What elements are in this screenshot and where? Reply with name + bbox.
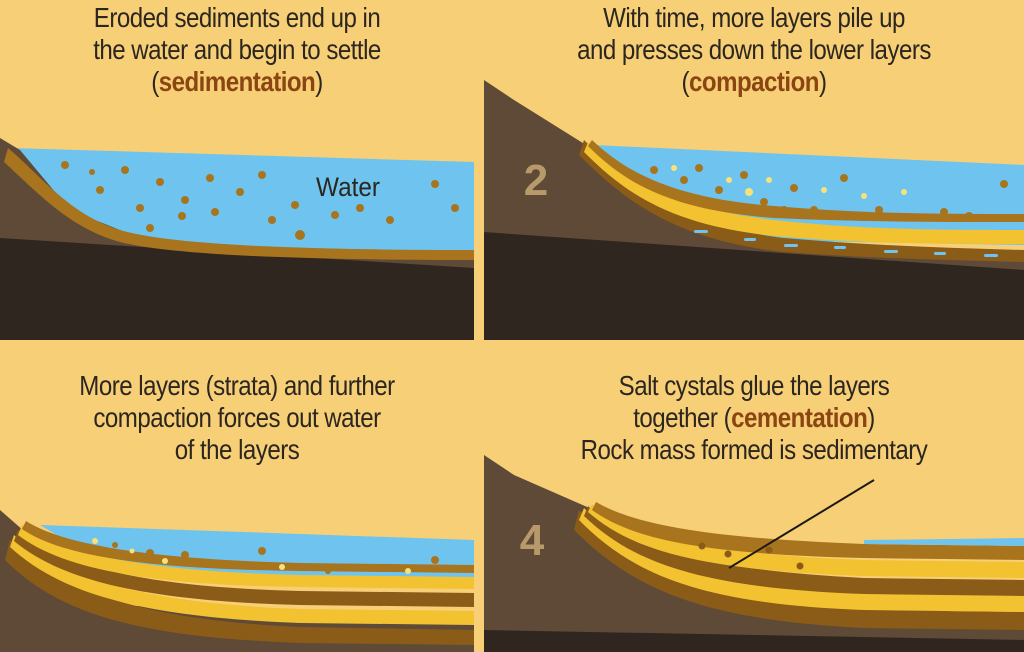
caption-line-3: Rock mass formed is sedimentary [580, 434, 928, 465]
yellow-grains [92, 538, 411, 574]
highlight-term: compaction [689, 66, 819, 97]
compaction-illustration: 2 [484, 80, 1024, 340]
yellow-layer-upper [588, 504, 1024, 578]
water-pockets [694, 230, 998, 257]
step-number: 4 [520, 516, 545, 565]
strata-illustration [0, 510, 474, 652]
yellow-grains [671, 165, 907, 199]
yellow-layer-lower [579, 508, 1024, 612]
sediment-bed [4, 148, 474, 260]
caption-line-2: compaction forces out water [93, 402, 381, 433]
caption-sedimentation: Eroded sediments end up in the water and… [33, 2, 441, 98]
pointer-line [728, 479, 875, 569]
yellow-layer [584, 142, 1024, 244]
highlight-term: cementation [731, 402, 868, 433]
caption-line-1: With time, more layers pile up [603, 2, 905, 33]
sediment-particles [61, 161, 459, 240]
brown-layer-top [22, 521, 474, 573]
caption-compaction: With time, more layers pile up and press… [522, 2, 986, 98]
bedrock [0, 235, 474, 340]
sediment-particles [650, 164, 1008, 220]
brown-layer-lower [579, 140, 1024, 262]
water-remnant [864, 538, 1024, 546]
yellow-layer-lower [10, 535, 474, 625]
water-label: Water [316, 173, 380, 202]
sedimentation-illustration: Water [0, 120, 474, 340]
brown-layer-upper [588, 140, 1024, 222]
caption-line-3: (compaction) [681, 66, 827, 97]
caption-line-2: the water and begin to settle [93, 34, 381, 65]
cementation-illustration: 4 [484, 455, 1024, 652]
caption-line-3: of the layers [174, 434, 300, 465]
sediment-particles [112, 542, 439, 574]
caption-line-2: together (cementation) [633, 402, 875, 433]
yellow-layer-upper [18, 525, 474, 589]
hillside [484, 80, 1024, 270]
caption-line-1: Salt cystals glue the layers [618, 370, 890, 401]
sediment-particles [698, 542, 804, 570]
brown-layer-middle [14, 530, 474, 607]
brown-layer-bottom [574, 510, 1024, 630]
brown-layer-bottom [5, 540, 474, 645]
hillside [484, 455, 1024, 652]
caption-line-2: and presses down the lower layers [577, 34, 931, 65]
bedrock [484, 630, 1024, 652]
caption-line-1: More layers (strata) and further [79, 370, 395, 401]
caption-line-1: Eroded sediments end up in [93, 2, 381, 33]
brown-layer-middle [584, 506, 1024, 596]
step-number: 2 [524, 156, 548, 205]
highlight-term: sedimentation [158, 66, 316, 97]
caption-strata: More layers (strata) and further compact… [33, 370, 441, 466]
caption-line-3: (sedimentation) [151, 66, 323, 97]
caption-cementation: Salt cystals glue the layers together (c… [522, 370, 986, 466]
